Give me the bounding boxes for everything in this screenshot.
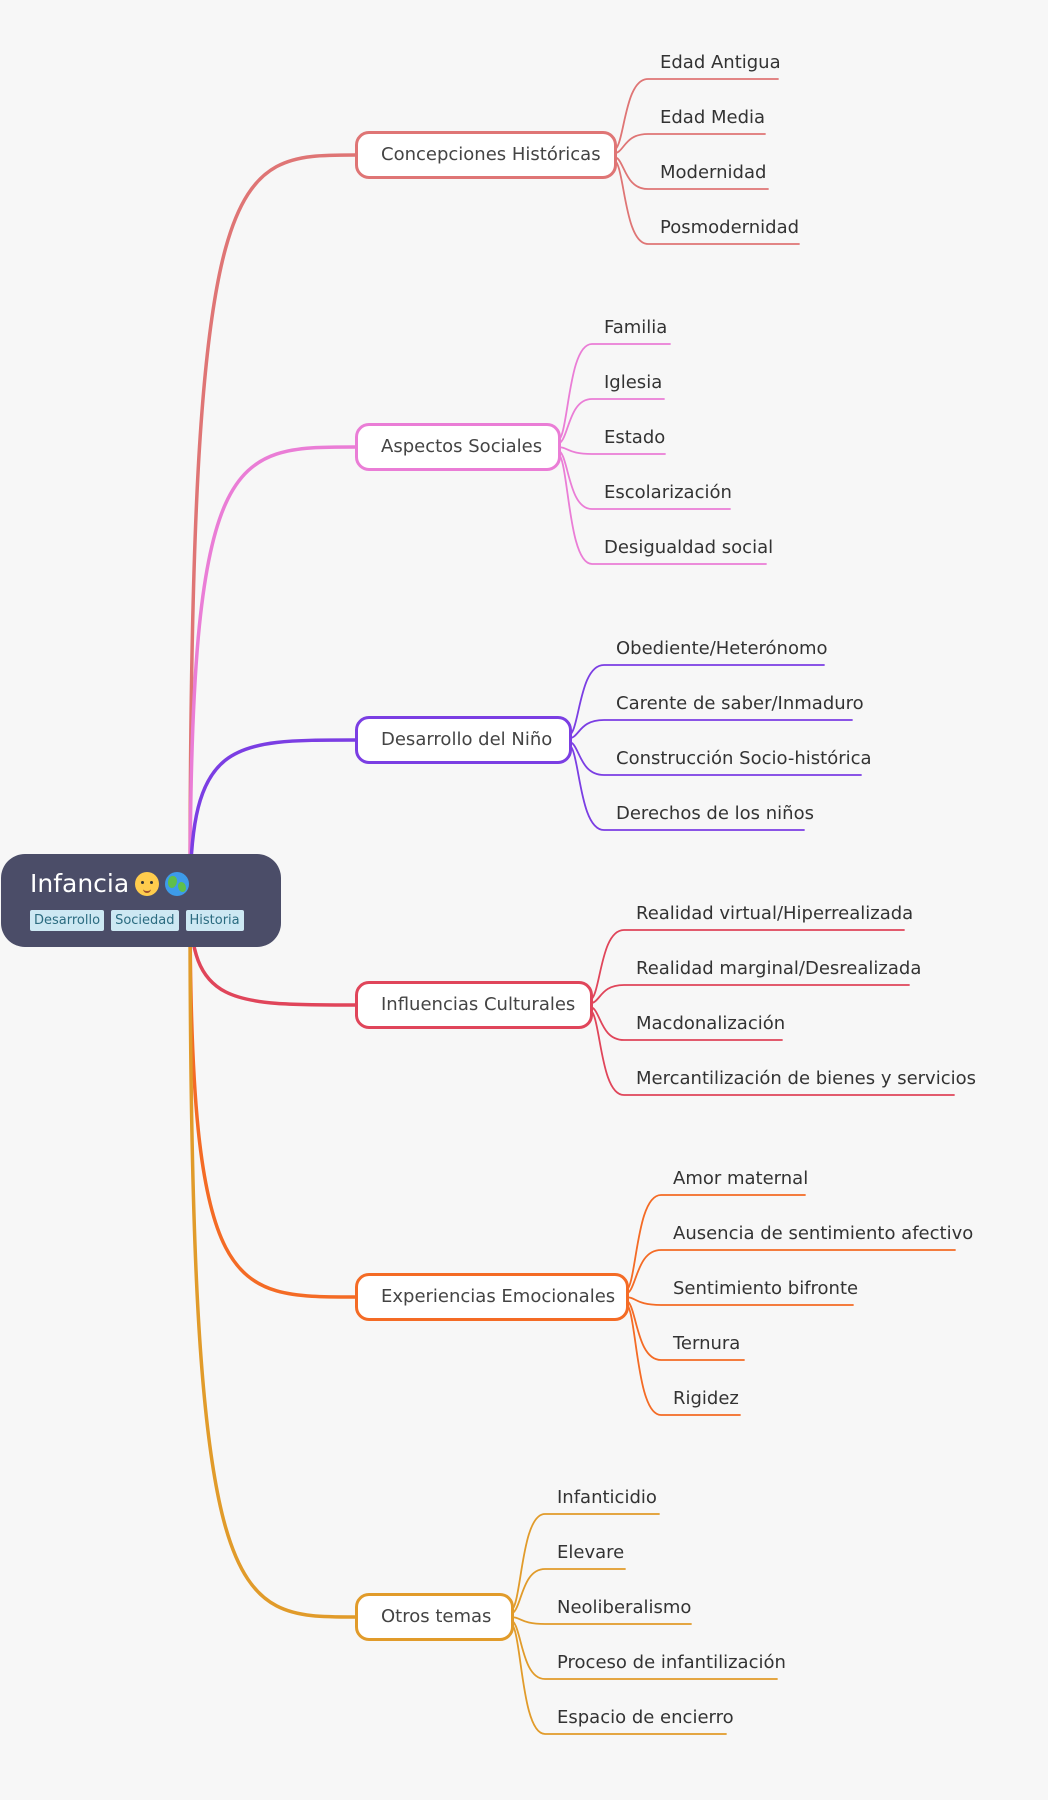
branch-link-concepciones-historicas — [188, 153, 357, 902]
leaf-node[interactable]: Edad Antigua — [660, 52, 781, 73]
leaf-node[interactable]: Familia — [604, 317, 668, 338]
leaf-node[interactable]: Estado — [604, 427, 666, 448]
tag-desarrollo: Desarrollo — [30, 910, 105, 931]
leaf-link-influencias-culturales-1 — [588, 984, 910, 1005]
leaf-node[interactable]: Realidad virtual/Hiperrealizada — [636, 903, 914, 924]
leaf-node[interactable]: Rigidez — [673, 1388, 739, 1409]
leaf-node[interactable]: Derechos de los niños — [616, 803, 814, 824]
leaf-node[interactable]: Edad Media — [660, 107, 766, 128]
root-node[interactable]: Infancia Desarrollo Sociedad Historia — [1, 854, 281, 947]
branch-node-otros-temas[interactable]: Otros temas — [355, 1593, 514, 1641]
tag-sociedad: Sociedad — [111, 910, 179, 931]
leaf-node[interactable]: Modernidad — [660, 162, 767, 183]
tag-historia: Historia — [185, 910, 244, 931]
leaf-link-desarrollo-del-nino-1 — [567, 719, 853, 740]
leaf-node[interactable]: Carente de saber/Inmaduro — [616, 693, 864, 714]
leaf-link-otros-temas-4 — [509, 1622, 727, 1735]
branch-node-concepciones-historicas[interactable]: Concepciones Históricas — [355, 131, 617, 179]
branch-link-aspectos-sociales — [188, 445, 357, 902]
leaf-node[interactable]: Elevare — [557, 1542, 625, 1563]
leaf-node[interactable]: Posmodernidad — [660, 217, 800, 238]
leaf-node[interactable]: Proceso de infantilización — [557, 1652, 786, 1673]
leaf-node[interactable]: Macdonalización — [636, 1013, 786, 1034]
branch-node-desarrollo-del-nino[interactable]: Desarrollo del Niño — [355, 716, 572, 764]
leaf-node[interactable]: Sentimiento bifronte — [673, 1278, 859, 1299]
branch-link-experiencias-emocionales — [188, 898, 357, 1299]
branch-node-experiencias-emocionales[interactable]: Experiencias Emocionales — [355, 1273, 629, 1321]
leaf-node[interactable]: Construcción Socio-histórica — [616, 748, 872, 769]
leaf-node[interactable]: Iglesia — [604, 372, 663, 393]
leaf-node[interactable]: Obediente/Heterónomo — [616, 638, 828, 659]
leaf-node[interactable]: Infanticidio — [557, 1487, 657, 1508]
leaf-node[interactable]: Realidad marginal/Desrealizada — [636, 958, 922, 979]
leaf-node[interactable]: Ternura — [673, 1333, 741, 1354]
branch-node-influencias-culturales[interactable]: Influencias Culturales — [355, 981, 593, 1029]
branch-node-aspectos-sociales[interactable]: Aspectos Sociales — [355, 423, 561, 471]
leaf-node[interactable]: Neoliberalismo — [557, 1597, 692, 1618]
root-tags: Desarrollo Sociedad Historia — [30, 910, 281, 931]
leaf-node[interactable]: Ausencia de sentimiento afectivo — [673, 1223, 974, 1244]
leaf-link-concepciones-historicas-1 — [612, 133, 766, 155]
leaf-node[interactable]: Escolarización — [604, 482, 732, 503]
branch-link-otros-temas — [188, 898, 357, 1619]
leaf-node[interactable]: Amor maternal — [673, 1168, 809, 1189]
leaf-link-aspectos-sociales-4 — [556, 452, 767, 565]
leaf-node[interactable]: Mercantilización de bienes y servicios — [636, 1068, 976, 1089]
leaf-node[interactable]: Espacio de encierro — [557, 1707, 734, 1728]
branch-link-desarrollo-del-nino — [188, 738, 357, 902]
leaf-node[interactable]: Desigualdad social — [604, 537, 774, 558]
baby-emoji-icon — [135, 872, 160, 896]
leaf-link-experiencias-emocionales-4 — [624, 1302, 741, 1416]
globe-emoji-icon — [165, 872, 190, 896]
root-title: Infancia — [30, 869, 130, 898]
